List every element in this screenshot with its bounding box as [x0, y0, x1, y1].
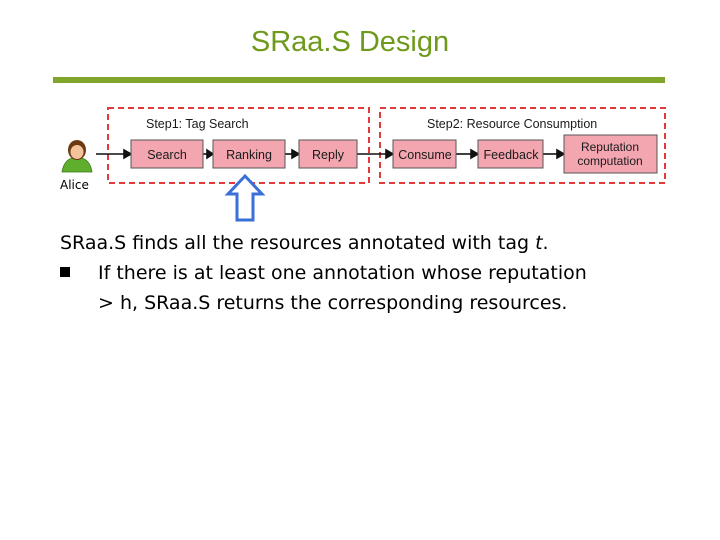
step1-label: Step1: Tag Search [146, 117, 249, 131]
box-label-reply: Reply [312, 148, 345, 162]
process-box-reputation: Reputation computation [563, 134, 658, 174]
process-box-search: Search [130, 139, 204, 169]
process-box-consume: Consume [392, 139, 457, 169]
box-label-feedback: Feedback [484, 148, 540, 162]
intro-prefix: SRaa.S finds all the resources annotated… [60, 232, 536, 254]
bullet-line-2: > h, SRaa.S returns the corresponding re… [98, 292, 568, 314]
box-label-reputation-line1: Reputation [581, 140, 639, 154]
intro-text: SRaa.S finds all the resources annotated… [60, 228, 700, 258]
bullet-item: If there is at least one annotation whos… [60, 258, 700, 318]
intro-suffix: . [542, 232, 549, 254]
process-box-feedback: Feedback [477, 139, 544, 169]
intro-tag: t [535, 232, 543, 254]
title-divider [53, 77, 665, 83]
bullet-line-1: If there is at least one annotation whos… [98, 262, 587, 284]
highlight-up-arrow-icon [224, 173, 266, 222]
process-box-ranking: Ranking [212, 139, 286, 169]
square-bullet-icon [60, 267, 70, 277]
slide-title: SRaa.S Design [250, 26, 450, 58]
slide-body: SRaa.S finds all the resources annotated… [60, 228, 700, 318]
person-icon [61, 137, 93, 173]
step1-container [107, 107, 370, 184]
box-label-search: Search [147, 148, 187, 162]
box-label-reputation-line2: computation [577, 154, 642, 168]
step2-label: Step2: Resource Consumption [427, 117, 597, 131]
process-box-reply: Reply [298, 139, 358, 169]
box-label-consume: Consume [398, 148, 452, 162]
step2-container [379, 107, 666, 184]
box-label-ranking: Ranking [226, 148, 272, 162]
actor-label: Alice [60, 178, 89, 192]
